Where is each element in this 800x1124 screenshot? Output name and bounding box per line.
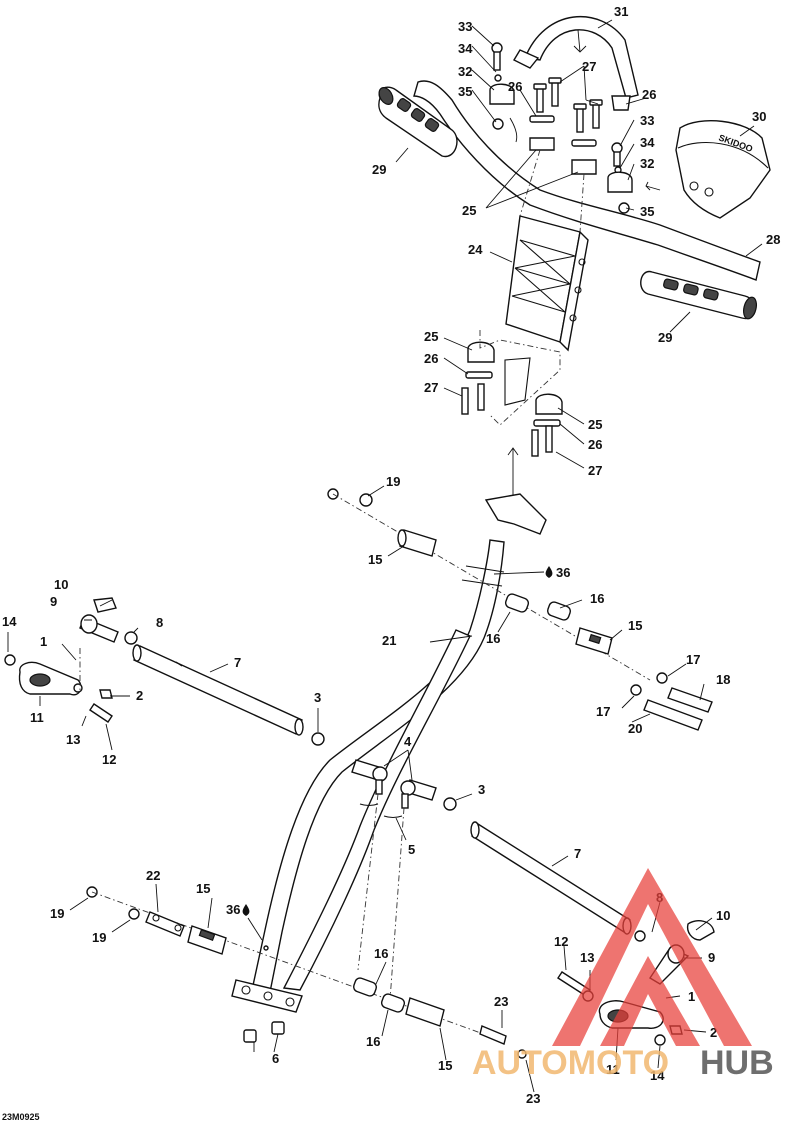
lower-clamp-set [461, 330, 563, 457]
callout-32: 32 [640, 156, 654, 171]
callout-4: 4 [404, 734, 412, 749]
right-clamp-hardware [607, 142, 661, 214]
callout-25: 25 [462, 203, 476, 218]
callout-2: 2 [136, 688, 143, 703]
right-grip-part [640, 270, 758, 320]
callout-12: 12 [102, 752, 116, 767]
callout-28: 28 [766, 232, 780, 247]
callout-1: 1 [688, 989, 695, 1004]
steering-column-part [231, 493, 547, 1043]
callout-11: 11 [30, 710, 44, 725]
callout-3: 3 [478, 782, 485, 797]
callout-16: 16 [374, 946, 388, 961]
callout-6: 6 [272, 1051, 279, 1066]
upper-clamp-set [519, 77, 603, 233]
callout-15: 15 [438, 1058, 452, 1073]
callout-25: 25 [424, 329, 438, 344]
left-clamp-hardware [489, 42, 518, 143]
callout-17: 17 [686, 652, 700, 667]
callout-1: 1 [40, 634, 47, 649]
watermark-word-hub: HUB [700, 1044, 774, 1082]
callout-9: 9 [50, 594, 57, 609]
callout-13: 13 [66, 732, 80, 747]
callout-23: 23 [494, 994, 508, 1009]
callout-26: 26 [424, 351, 438, 366]
upper-bushing-assembly [327, 488, 651, 681]
callout-3: 3 [314, 690, 321, 705]
callout-9: 9 [708, 950, 715, 965]
strap-part [513, 16, 639, 111]
callout-18: 18 [716, 672, 730, 687]
callout-34: 34 [458, 41, 473, 56]
callout-7: 7 [234, 655, 241, 670]
callout-21: 21 [382, 633, 396, 648]
callout-35: 35 [640, 204, 654, 219]
lower-bushing-assembly [86, 886, 527, 1059]
callout-15: 15 [368, 552, 382, 567]
callout-23: 23 [526, 1091, 540, 1106]
callout-10: 10 [716, 908, 730, 923]
diagram-code: 23M0925 [2, 1112, 40, 1122]
callout-19: 19 [92, 930, 106, 945]
callout-26: 26 [588, 437, 602, 452]
callout-20: 20 [628, 721, 642, 736]
callout-11: 11 [606, 1062, 620, 1077]
callout-26: 26 [642, 87, 656, 102]
callout-16: 16 [366, 1034, 380, 1049]
drop-icon [242, 904, 250, 916]
pad-part: SKIDOO [675, 120, 771, 219]
drop-icon [545, 566, 553, 578]
callout-36: 36 [226, 902, 240, 917]
callout-10: 10 [54, 577, 68, 592]
leader-lines [7, 19, 763, 1093]
callout-36: 36 [556, 565, 570, 580]
callout-14: 14 [650, 1068, 665, 1083]
callout-7: 7 [574, 846, 581, 861]
assembly-arrow [507, 447, 519, 495]
callout-33: 33 [640, 113, 654, 128]
callout-25: 25 [588, 417, 602, 432]
left-tie-rod-assembly [4, 597, 325, 746]
callout-35: 35 [458, 84, 472, 99]
callout-13: 13 [580, 950, 594, 965]
right-bolt-set [630, 672, 713, 731]
callout-19: 19 [50, 906, 64, 921]
center-rod-ends [351, 759, 457, 1001]
callout-17: 17 [596, 704, 610, 719]
callout-2: 2 [710, 1025, 717, 1040]
callout-22: 22 [146, 868, 160, 883]
callout-27: 27 [424, 380, 438, 395]
callout-31: 31 [614, 4, 628, 19]
callout-33: 33 [458, 19, 472, 34]
callout-5: 5 [408, 842, 415, 857]
watermark-word-automoto: AUTOMOTO [472, 1044, 669, 1082]
callout-labels: 31 33 34 32 35 26 27 26 33 34 32 30 29 2… [2, 4, 780, 1106]
callout-8: 8 [156, 615, 163, 630]
watermark-logo-icon [552, 868, 752, 1046]
callout-19: 19 [386, 474, 400, 489]
callout-29: 29 [658, 330, 672, 345]
handlebar-part [413, 80, 761, 281]
callout-16: 16 [486, 631, 500, 646]
callout-32: 32 [458, 64, 472, 79]
callout-27: 27 [582, 59, 596, 74]
callout-24: 24 [468, 242, 483, 257]
lubricant-drop-icons [242, 566, 553, 916]
callout-26: 26 [508, 79, 522, 94]
callout-12: 12 [554, 934, 568, 949]
callout-16: 16 [590, 591, 604, 606]
riser-block-part [505, 215, 589, 352]
callout-30: 30 [752, 109, 766, 124]
callout-27: 27 [588, 463, 602, 478]
callout-14: 14 [2, 614, 17, 629]
callout-34: 34 [640, 135, 655, 150]
callout-15: 15 [628, 618, 642, 633]
left-grip-part [378, 86, 458, 158]
watermark: AUTOMOTO HUB [472, 868, 774, 1082]
callout-15: 15 [196, 881, 210, 896]
callout-29: 29 [372, 162, 386, 177]
